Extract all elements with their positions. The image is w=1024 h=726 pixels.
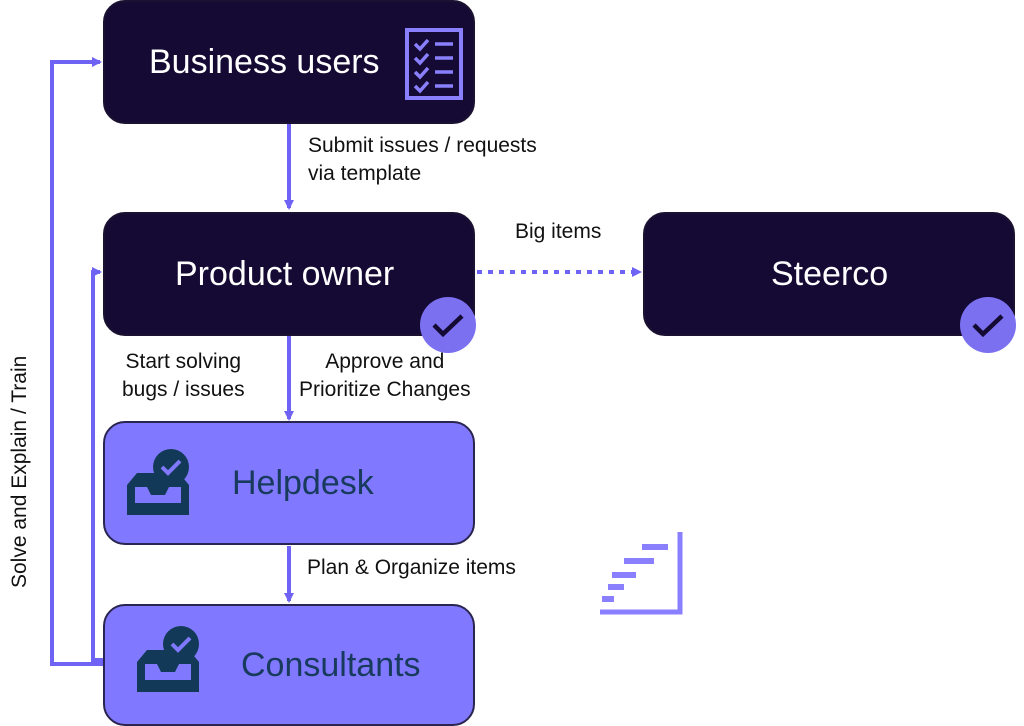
approve-label: Approve and Prioritize Changes	[299, 350, 471, 401]
checkmark-badge-icon	[420, 297, 476, 353]
start-solving-label: Start solving bugs / issues	[122, 350, 245, 401]
product-owner-label: Product owner	[175, 254, 395, 293]
inbox-check-icon	[127, 449, 189, 515]
submit-label: Submit issues / requests via template	[308, 134, 537, 185]
inbox-check-icon	[137, 626, 199, 692]
business-users-node: Business users	[103, 0, 475, 124]
checklist-icon	[405, 28, 463, 100]
business-users-label: Business users	[149, 42, 380, 81]
helpdesk-node: Helpdesk	[103, 421, 475, 545]
plan-label: Plan & Organize items	[307, 556, 516, 579]
checkmark-badge-icon	[960, 297, 1016, 353]
gantt-chart-icon	[600, 532, 683, 615]
arrow-feedback-owner	[91, 267, 104, 662]
steerco-node: Steerco	[643, 212, 1015, 336]
consultants-label: Consultants	[241, 645, 421, 684]
helpdesk-label: Helpdesk	[232, 463, 374, 502]
arrow-feedback-business	[50, 57, 104, 666]
product-owner-node: Product owner	[103, 212, 475, 336]
big-items-label: Big items	[515, 220, 602, 243]
consultants-node: Consultants	[103, 604, 475, 726]
steerco-label: Steerco	[771, 254, 889, 293]
feedback-label: Solve and Explain / Train	[8, 355, 31, 588]
